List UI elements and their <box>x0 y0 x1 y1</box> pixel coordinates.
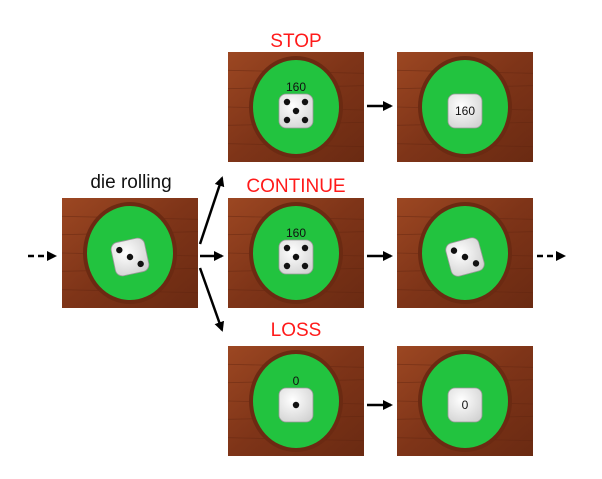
score-label: 160 <box>286 80 306 94</box>
panel-stop-b: 160 <box>396 52 534 162</box>
score-label: 0 <box>462 398 469 412</box>
die-pip <box>283 116 291 124</box>
arrow-to-stop <box>198 176 225 245</box>
die-icon <box>278 93 314 129</box>
die-pip <box>283 244 291 252</box>
die-icon <box>447 93 483 129</box>
panel-loss-a: 0 <box>227 346 365 456</box>
die-pip <box>126 253 134 261</box>
die-pip <box>301 98 309 106</box>
die-pip <box>116 246 123 254</box>
die-icon <box>278 387 314 423</box>
die-pip <box>292 401 300 409</box>
die-icon <box>445 237 485 277</box>
panel-stop-a: 160 <box>227 52 365 162</box>
panel-loss-b: 0 <box>396 346 534 456</box>
die-pip <box>137 260 144 268</box>
score-label: 160 <box>455 104 475 118</box>
die-pip <box>301 116 309 124</box>
die-pip <box>461 253 469 261</box>
die-pip <box>301 262 309 270</box>
label-loss: LOSS <box>271 320 322 341</box>
die-pip <box>301 244 309 252</box>
die-pip <box>283 262 291 270</box>
score-label: 0 <box>293 374 300 388</box>
panels: 160 160 160 0 0 <box>61 52 534 456</box>
label-continue: CONTINUE <box>246 176 345 197</box>
die-icon <box>447 387 483 423</box>
die-pip <box>472 260 480 267</box>
score-label: 160 <box>286 226 306 240</box>
panel-cont-a: 160 <box>227 198 365 308</box>
panel-cont-b <box>396 198 534 308</box>
arrow-to-loss <box>198 267 225 332</box>
die-icon <box>278 239 314 275</box>
die-icon <box>110 237 150 277</box>
label-stop: STOP <box>270 31 321 52</box>
die-pip <box>283 98 291 106</box>
label-die-rolling: die rolling <box>90 172 171 193</box>
panel-roll <box>61 198 199 308</box>
arrows <box>28 101 566 410</box>
die-pip <box>292 253 300 261</box>
die-pip <box>450 247 458 254</box>
die-pip <box>292 107 300 115</box>
